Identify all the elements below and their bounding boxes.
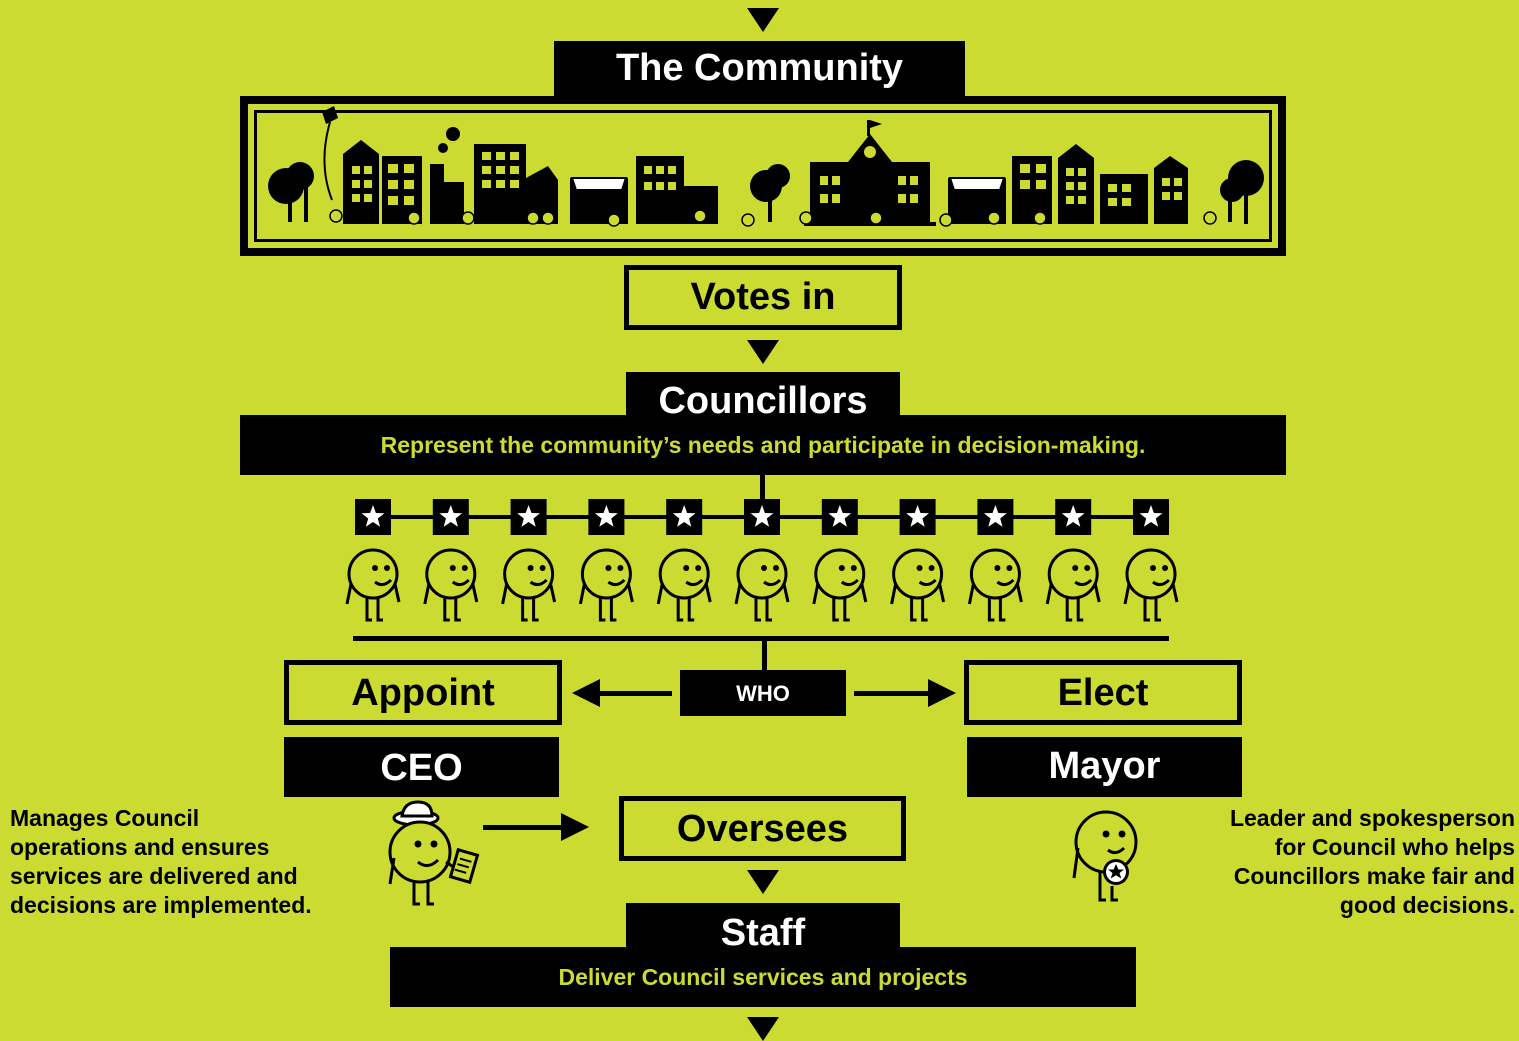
top-arrow-icon bbox=[747, 8, 779, 32]
councillor-person-icon bbox=[345, 548, 401, 622]
star-icon bbox=[439, 505, 463, 527]
councillor-person-icon bbox=[734, 548, 790, 622]
star-icon bbox=[672, 505, 696, 527]
community-illustration bbox=[240, 96, 1286, 256]
star-icon bbox=[517, 505, 540, 527]
ceo-person-icon bbox=[388, 800, 480, 906]
councillor-person-icon bbox=[967, 548, 1023, 622]
councillor-person-icon bbox=[656, 548, 712, 622]
who-arrows bbox=[572, 679, 956, 707]
councillor-base-line bbox=[353, 636, 1169, 641]
councillor-stem-line bbox=[760, 470, 765, 500]
councillors-description: Represent the community’s needs and part… bbox=[240, 415, 1286, 475]
oversees-box: Oversees bbox=[619, 796, 906, 861]
mayor-description: Leader and spokesperson for Council who … bbox=[1229, 805, 1515, 918]
ceo-title: CEO bbox=[284, 737, 559, 797]
elect-box: Elect bbox=[964, 660, 1242, 725]
town-skyline-icon bbox=[268, 106, 1264, 227]
councillors-row bbox=[345, 470, 1179, 670]
star-icon bbox=[595, 505, 618, 527]
community-title: The Community bbox=[554, 41, 965, 99]
arrow-down-icon bbox=[747, 870, 779, 894]
votes-in-box: Votes in bbox=[624, 265, 902, 330]
arrow-down-icon bbox=[747, 340, 779, 364]
star-icon bbox=[1061, 505, 1085, 527]
staff-title: Staff bbox=[626, 903, 900, 955]
star-icon bbox=[750, 505, 774, 527]
star-icon bbox=[1139, 505, 1163, 527]
staff-description: Deliver Council services and projects bbox=[390, 947, 1136, 1007]
councillor-person-icon bbox=[1045, 548, 1101, 622]
councillor-person-icon bbox=[812, 548, 868, 622]
star-icon bbox=[906, 505, 929, 527]
councillor-person-icon bbox=[578, 548, 634, 622]
mayor-person-icon bbox=[1072, 810, 1138, 902]
star-icon bbox=[984, 505, 1007, 527]
appoint-box: Appoint bbox=[284, 660, 562, 725]
councillor-person-icon bbox=[501, 548, 557, 622]
ceo-description: Manages Council operations and ensures s… bbox=[10, 805, 312, 918]
councillor-person-icon bbox=[423, 548, 479, 622]
councillor-person-icon bbox=[1123, 548, 1179, 622]
who-label: WHO bbox=[680, 670, 846, 716]
star-icon bbox=[361, 505, 385, 527]
ceo-to-oversees-arrow bbox=[483, 813, 589, 841]
bottom-arrow-icon bbox=[747, 1017, 779, 1041]
councillor-person-icon bbox=[890, 548, 946, 622]
mayor-title: Mayor bbox=[967, 737, 1242, 797]
who-stem-line bbox=[762, 641, 767, 670]
star-icon bbox=[828, 505, 852, 527]
